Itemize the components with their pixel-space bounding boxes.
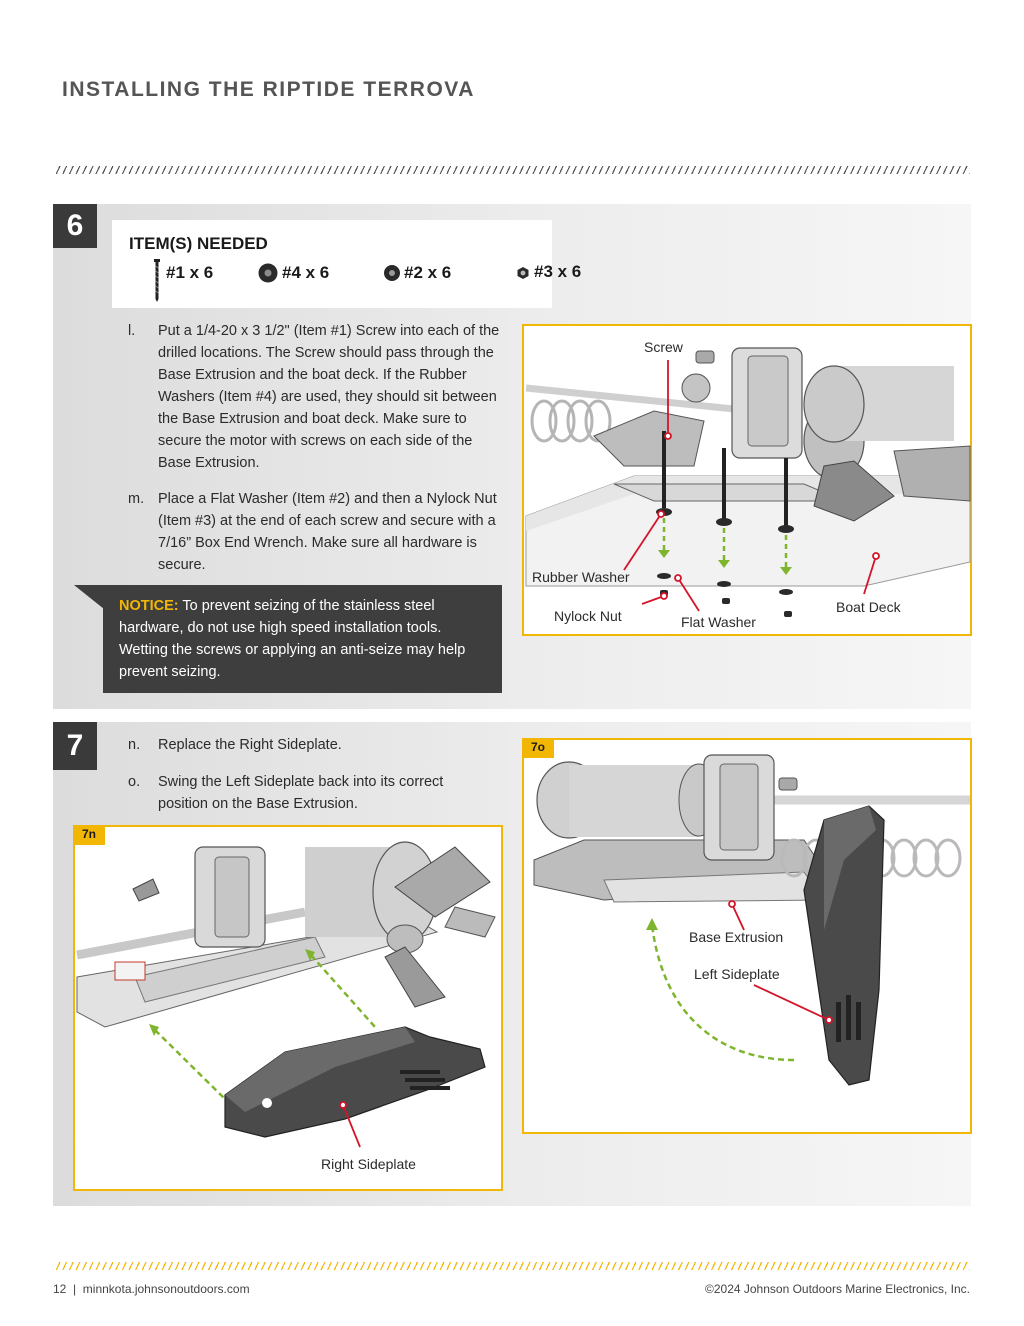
figure-6: Screw Rubber Washer Nylock Nut Flat Wash…	[522, 324, 972, 636]
items-needed-box: ITEM(S) NEEDED #1 x 6 #4 x 6 #2 x 6	[112, 220, 552, 308]
callout-boat-deck: Boat Deck	[836, 599, 901, 615]
callout-left-sideplate: Left Sideplate	[694, 966, 780, 982]
callout-right-sideplate: Right Sideplate	[321, 1156, 416, 1172]
notice-label: NOTICE:	[119, 598, 179, 614]
item-label: #3 x 6	[534, 262, 582, 281]
item-label: #1 x 6	[166, 263, 214, 282]
instruction-letter: m.	[128, 491, 145, 507]
item-flat-washer: #2 x 6	[384, 263, 474, 288]
instruction-text: Put a 1/4-20 x 3 1/2" (Item #1) Screw in…	[158, 323, 500, 471]
callout-flat-washer: Flat Washer	[681, 614, 756, 630]
top-divider	[56, 166, 970, 174]
callout-screw: Screw	[644, 339, 683, 355]
notice-text: To prevent seizing of the stainless stee…	[119, 598, 466, 680]
figure-tag: 7o	[522, 738, 554, 758]
instruction-letter: n.	[128, 737, 141, 753]
item-label: #2 x 6	[404, 263, 452, 282]
instruction-text: Place a Flat Washer (Item #2) and then a…	[158, 491, 497, 573]
footer-page-info: 12 | minnkota.johnsonoutdoors.com	[53, 1282, 250, 1296]
instruction-text: Replace the Right Sideplate.	[158, 737, 342, 753]
items-needed-title: ITEM(S) NEEDED	[129, 234, 268, 253]
page-title: INSTALLING THE RIPTIDE TERROVA	[62, 78, 475, 101]
item-screw: #1 x 6	[152, 258, 232, 304]
callout-rubber-washer: Rubber Washer	[532, 569, 630, 585]
bottom-divider	[56, 1262, 970, 1270]
right-sideplate-illustration	[76, 841, 496, 1148]
hardware-installation-illustration	[525, 347, 971, 617]
instruction-text: Swing the Left Sideplate back into its c…	[158, 774, 444, 812]
step-6-number: 6	[53, 204, 97, 248]
left-sideplate-illustration	[533, 754, 970, 1086]
instruction-letter: o.	[128, 774, 141, 790]
instruction-letter: l.	[128, 323, 136, 339]
figure-7o: 7o	[522, 738, 972, 1134]
flat-washer-icon	[384, 265, 400, 281]
item-rubber-washer: #4 x 6	[258, 262, 348, 286]
screw-icon	[154, 259, 160, 302]
callout-base-extrusion: Base Extrusion	[689, 929, 784, 945]
nylock-nut-icon	[517, 267, 529, 279]
figure-7n: 7n	[73, 825, 503, 1191]
notice-flag	[74, 585, 104, 609]
item-nylock-nut	[516, 266, 606, 290]
step-7-number: 7	[53, 722, 97, 770]
callout-nylock-nut: Nylock Nut	[554, 608, 622, 624]
notice-box: NOTICE: To prevent seizing of the stainl…	[103, 585, 502, 693]
figure-tag: 7n	[73, 825, 105, 845]
footer-copyright: ©2024 Johnson Outdoors Marine Electronic…	[705, 1282, 970, 1296]
item-label: #4 x 6	[282, 263, 330, 282]
rubber-washer-icon	[258, 263, 278, 283]
